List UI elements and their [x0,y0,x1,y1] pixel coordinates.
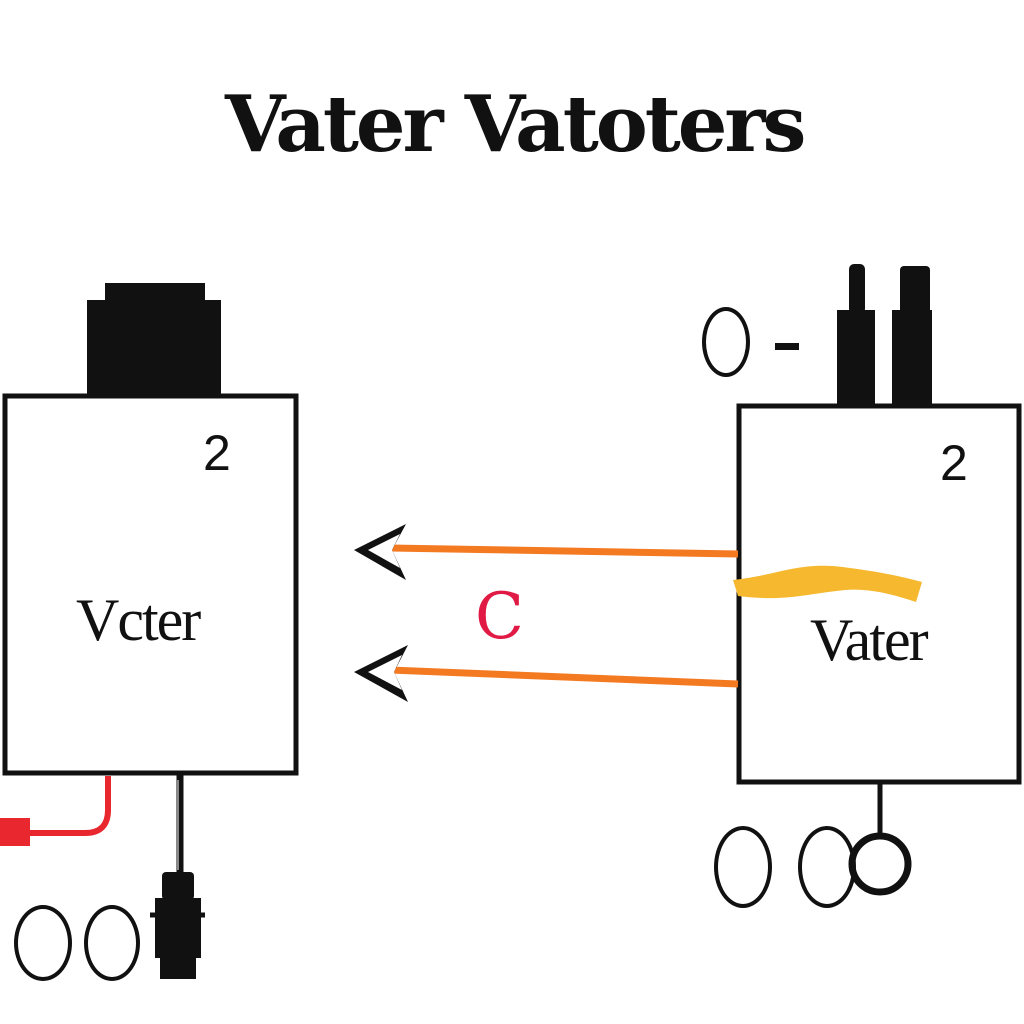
right-top-dash [775,343,799,350]
right-bottom-ring-1 [714,826,772,908]
right-device-pin-left-base [837,310,875,406]
left-plug-collar [162,872,194,900]
lower-arrowhead-inner [368,655,402,690]
middle-label: C [475,580,524,654]
left-device [2,283,299,776]
right-device [736,264,1022,785]
left-bottom-ring-2 [84,905,140,981]
right-bottom-ring-2 [798,826,856,908]
right-device-pin-left [849,264,865,314]
upper-wire [389,544,739,558]
left-plug-body [155,898,201,958]
right-device-pin-right [900,266,930,314]
left-box-label: Vcter [76,587,201,653]
yellow-cable [733,565,922,602]
left-plug-tip [160,955,196,979]
right-probe-ring [848,832,912,896]
right-top-ring [702,307,750,377]
lower-wire [389,666,739,688]
red-lead [28,776,111,836]
upper-arrowhead-inner [368,534,400,568]
left-plug [150,872,205,979]
left-device-box [2,393,299,776]
wire-arrows [354,524,739,702]
right-box-label: Vater [810,607,929,673]
left-box-number: 2 [203,425,231,481]
right-box-number: 2 [940,435,968,491]
right-device-pin-right-base [892,310,932,406]
red-lead-plug [0,818,30,846]
diagram-title: Vater Vatoters [225,79,806,170]
left-device-top-block [87,300,221,396]
left-bottom-ring-1 [14,905,72,981]
